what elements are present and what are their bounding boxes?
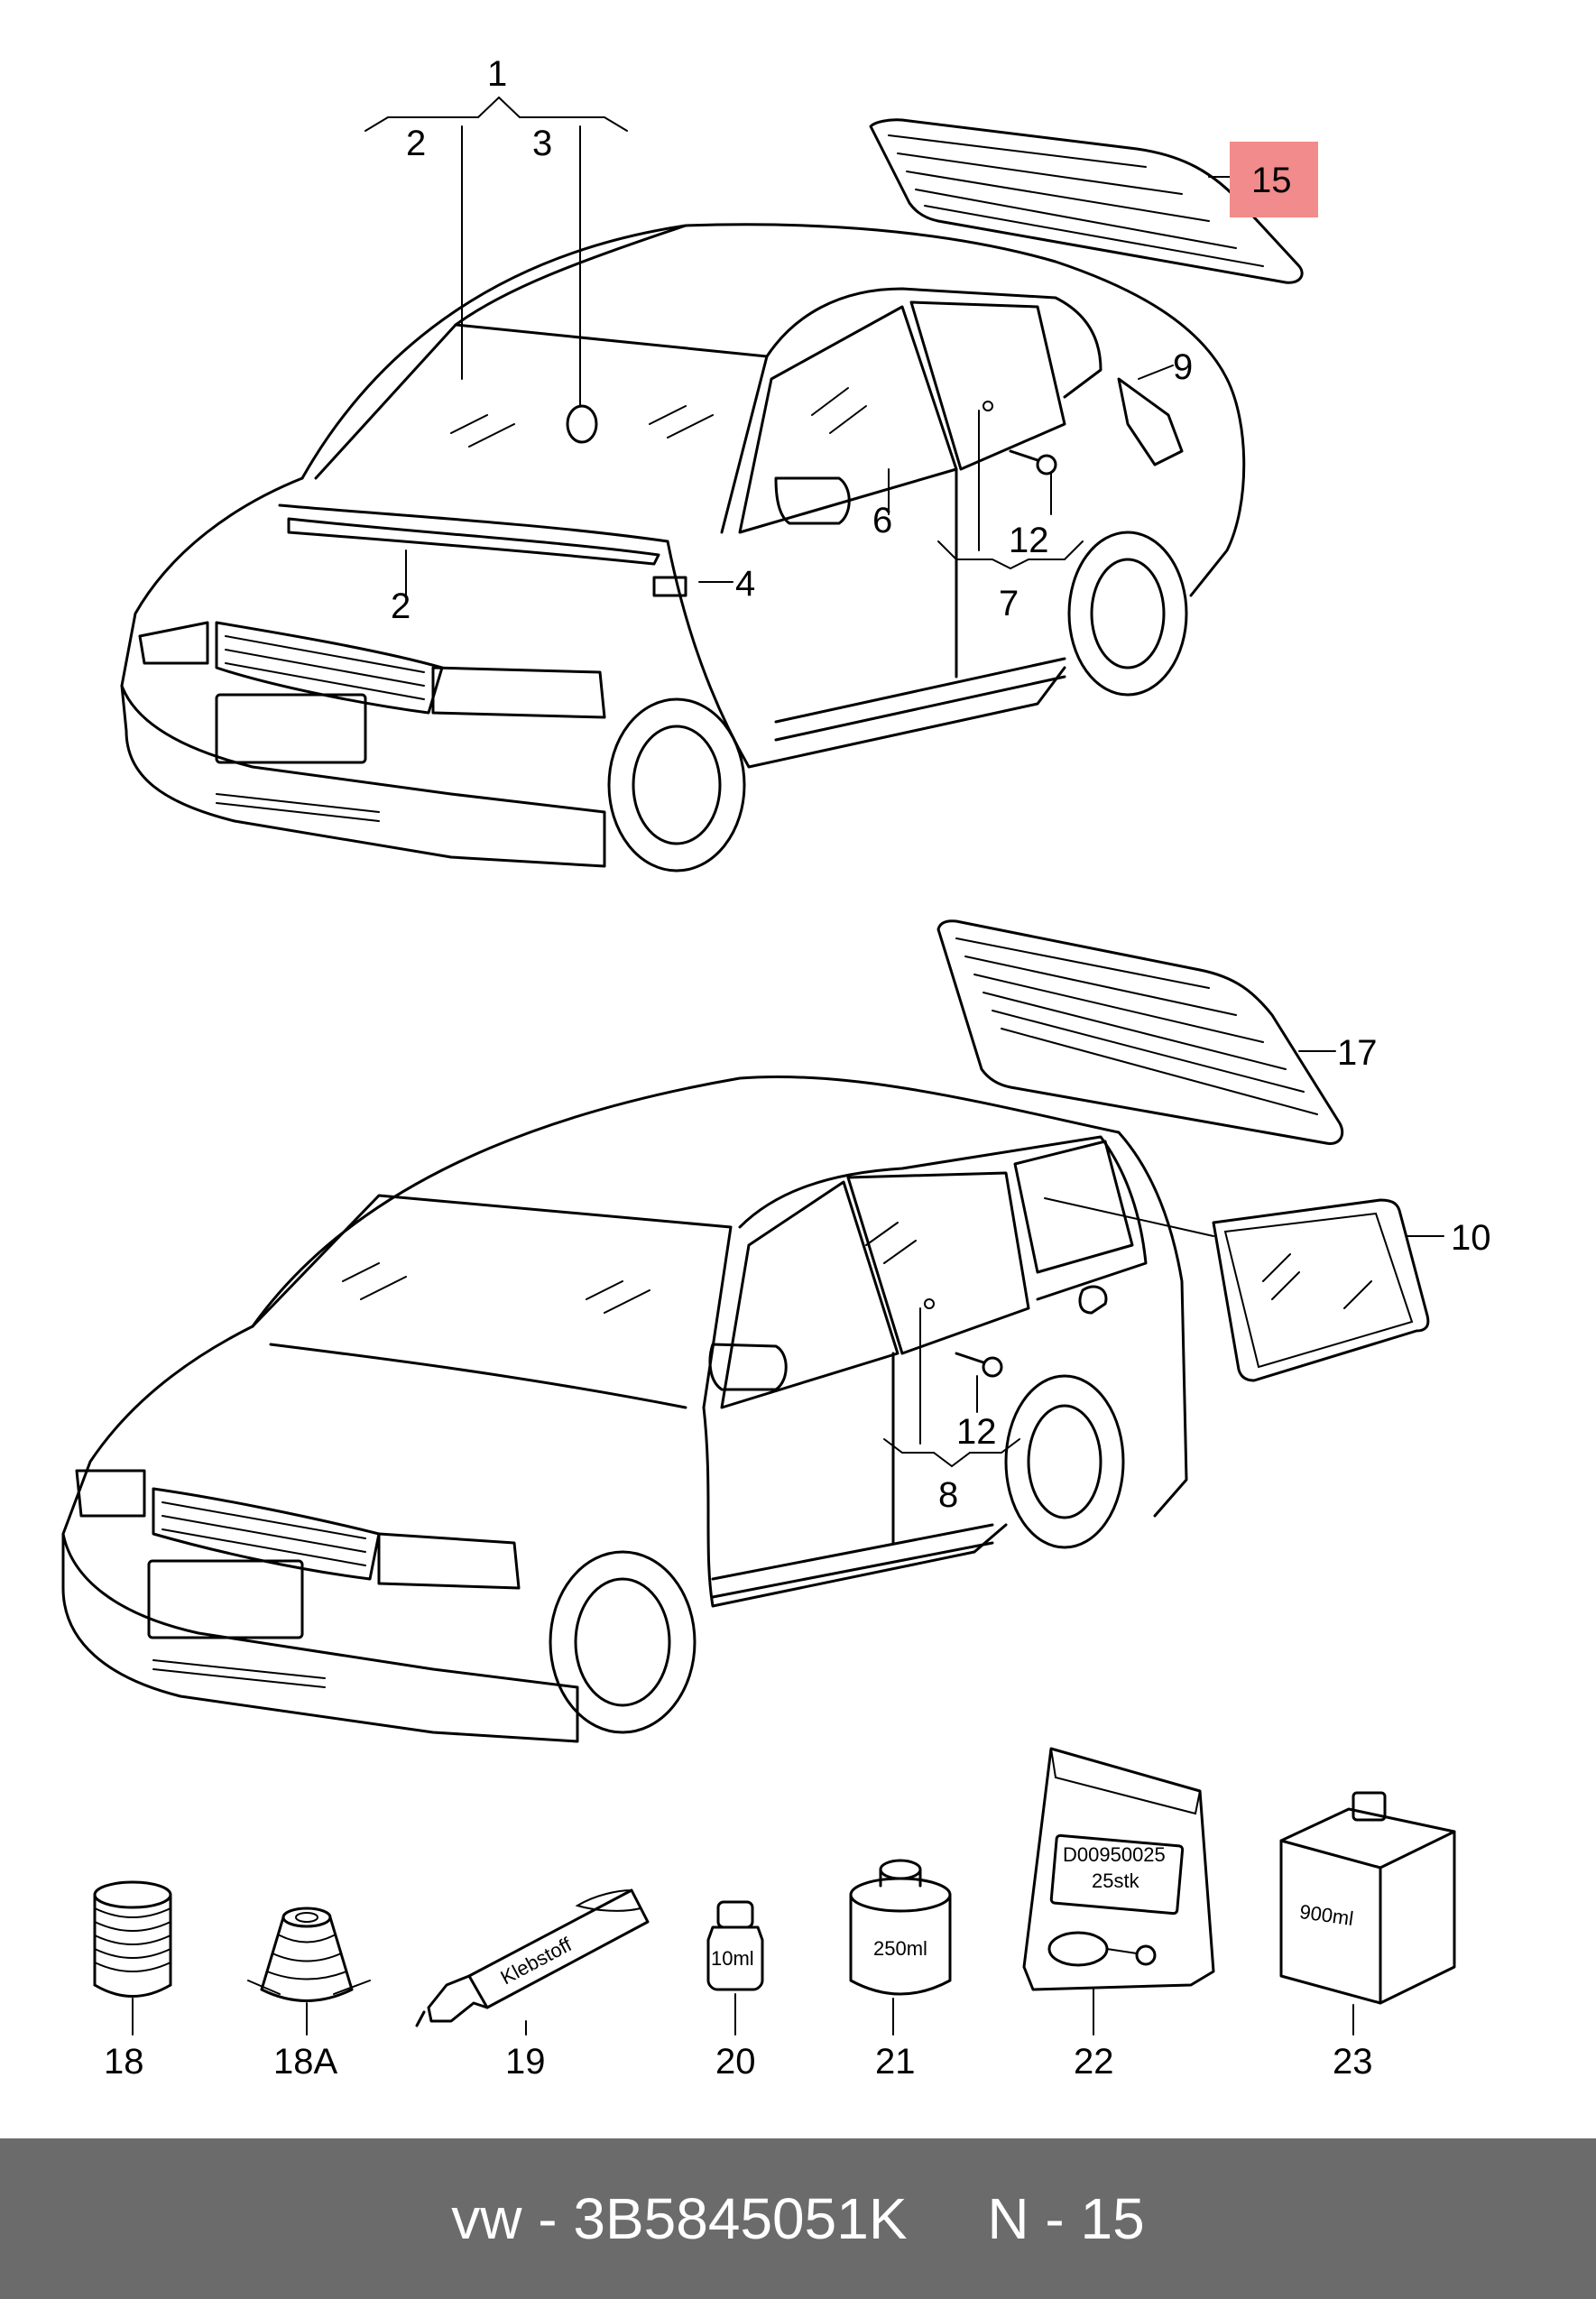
callout-23: 23 bbox=[1333, 2042, 1373, 2082]
bag-label-line2: 25stk bbox=[1092, 1870, 1140, 1892]
callout-1: 1 bbox=[487, 54, 507, 94]
callout-20: 20 bbox=[715, 2042, 756, 2082]
callout-18: 18 bbox=[104, 2042, 144, 2082]
callout-22: 22 bbox=[1074, 2042, 1114, 2082]
item-21-can: 250ml bbox=[849, 1859, 952, 2036]
callout-9: 9 bbox=[1173, 347, 1193, 387]
rear-window-wagon bbox=[936, 919, 1344, 1145]
callout-2-moulding: 2 bbox=[391, 586, 411, 626]
highlight-callout-15 bbox=[1230, 142, 1318, 217]
callout-15: 15 bbox=[1251, 161, 1292, 200]
sedan-illustration bbox=[120, 223, 1246, 873]
item-20-small-bottle: 10ml bbox=[706, 1900, 764, 2036]
callout-8: 8 bbox=[938, 1475, 958, 1515]
item-23-box: 900ml bbox=[1279, 1791, 1456, 2036]
can-label: 250ml bbox=[873, 1937, 927, 1960]
callout-18a: 18A bbox=[273, 2042, 337, 2082]
callout-7: 7 bbox=[999, 584, 1019, 623]
parts-diagram: Klebstoff 10ml 250ml D00950025 25stk 900… bbox=[61, 54, 1491, 2082]
box-label: 900ml bbox=[1298, 1900, 1355, 1930]
bottle-label: 10ml bbox=[711, 1947, 754, 1970]
callout-leaders bbox=[364, 96, 1444, 1468]
callout-17: 17 bbox=[1337, 1033, 1378, 1073]
quarter-glass-wagon bbox=[1212, 1198, 1430, 1382]
item-19-glue-tube: Klebstoff bbox=[415, 1888, 650, 2036]
callout-2-windscreen: 2 bbox=[406, 124, 426, 163]
callout-21: 21 bbox=[875, 2042, 916, 2082]
item-22-clip-bag: D00950025 25stk bbox=[1022, 1747, 1215, 2036]
callout-6: 6 bbox=[872, 501, 892, 540]
footer-spacer bbox=[908, 2185, 988, 2252]
callout-10: 10 bbox=[1451, 1218, 1491, 1258]
callout-numbers: 1 2 3 2 4 6 7 9 12 15 17 10 12 8 18 18A … bbox=[104, 54, 1491, 2082]
footer-position-ref: N - 15 bbox=[987, 2186, 1145, 2251]
footer-bar: vw - 3B5845051K N - 15 bbox=[0, 2138, 1596, 2299]
callout-3: 3 bbox=[532, 124, 552, 163]
wagon-illustration bbox=[61, 1075, 1188, 1743]
callout-12-wagon: 12 bbox=[956, 1412, 997, 1452]
bag-label-line1: D00950025 bbox=[1063, 1843, 1166, 1866]
callout-19: 19 bbox=[505, 2042, 546, 2082]
item-18-clip-stack bbox=[93, 1880, 172, 2036]
callout-4: 4 bbox=[735, 564, 755, 604]
item-18a-cone-clip bbox=[247, 1907, 371, 2036]
callout-12-sedan: 12 bbox=[1009, 521, 1049, 560]
footer-part-code: vw - 3B5845051K bbox=[451, 2186, 908, 2251]
